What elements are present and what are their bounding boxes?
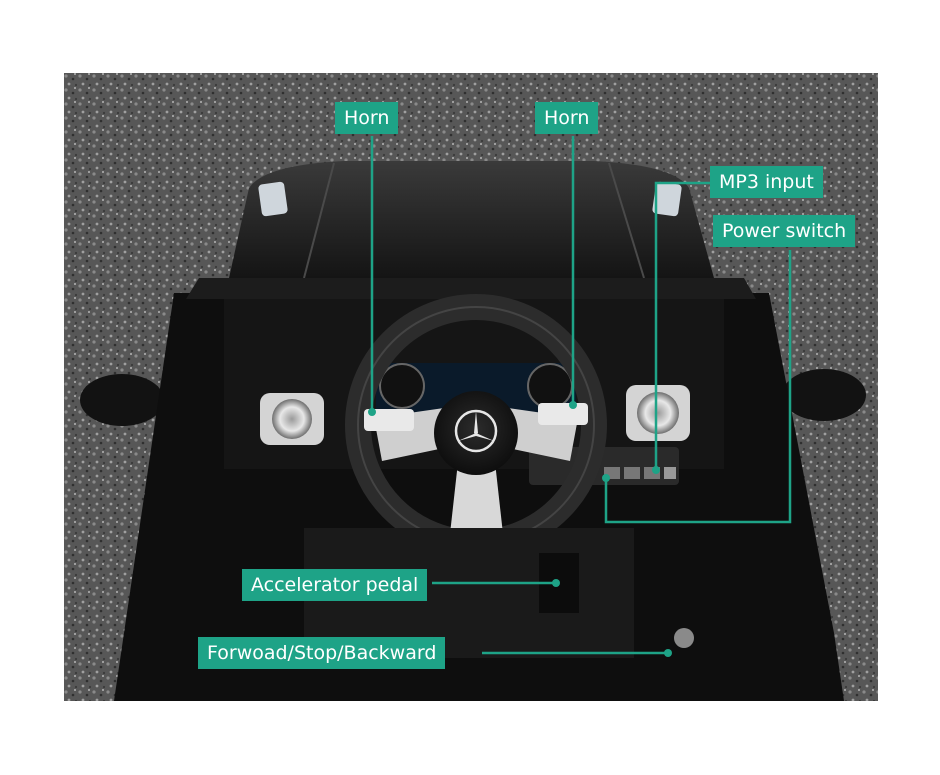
left-mirror [80,374,164,426]
mp3-input-label: MP3 input [710,166,823,198]
direction-switch-label: Forwoad/Stop/Backward [198,637,446,669]
power-switch-label: Power switch [713,215,856,247]
accelerator-pedal-label: Accelerator pedal [242,569,428,601]
right-mirror [782,369,866,421]
horn-right-label: Horn [535,102,599,134]
horn-left-label: Horn [335,102,399,134]
